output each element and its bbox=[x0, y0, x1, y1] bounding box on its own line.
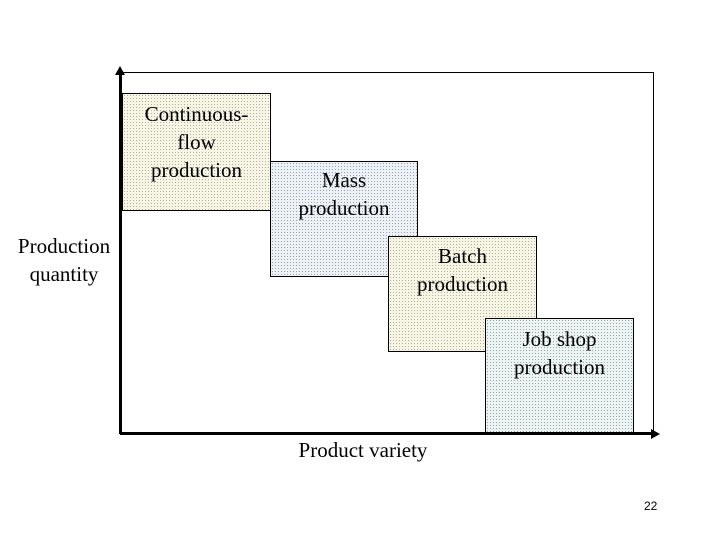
y-axis bbox=[119, 74, 122, 434]
mass-production-box: Mass production bbox=[270, 161, 418, 277]
job-shop-production-label: Job shop production bbox=[514, 327, 605, 379]
x-axis-arrowhead bbox=[651, 429, 660, 439]
batch-production-label: Batch production bbox=[417, 244, 508, 296]
job-shop-production-box: Job shop production bbox=[485, 318, 634, 434]
continuous-flow-label: Continuous- flow production bbox=[144, 102, 249, 182]
x-axis bbox=[120, 432, 652, 435]
mass-production-label: Mass production bbox=[298, 168, 390, 220]
y-axis-arrowhead bbox=[115, 66, 125, 75]
page-number: 22 bbox=[644, 499, 658, 513]
continuous-flow-production-box: Continuous- flow production bbox=[122, 93, 271, 211]
y-axis-label: Production quantity bbox=[17, 234, 111, 286]
x-axis-label: Product variety bbox=[298, 438, 428, 462]
